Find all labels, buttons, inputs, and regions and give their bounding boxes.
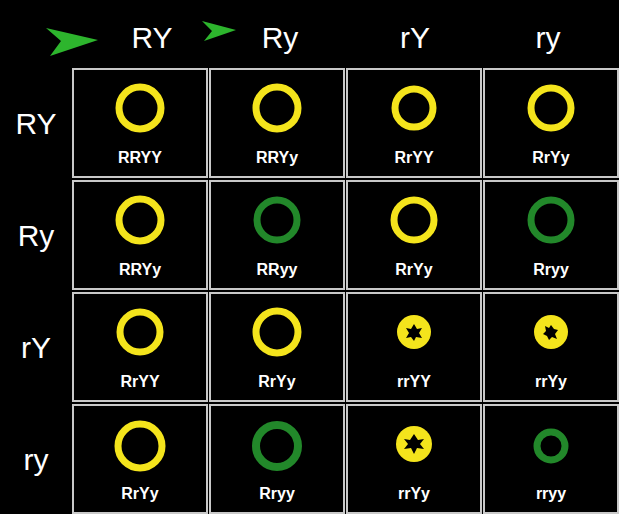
round-green-pea <box>256 425 298 467</box>
round-yellow-pea <box>119 87 161 129</box>
punnett-cell: rryy <box>483 404 619 514</box>
wrinkle <box>543 325 558 340</box>
punnett-cell: RrYy <box>483 68 619 178</box>
genotype-label: RRYY <box>74 149 206 167</box>
row-gamete: ry <box>24 443 49 477</box>
genotype-label: RrYY <box>74 373 206 391</box>
genotype-label: Rryy <box>485 261 617 279</box>
genotype-label: rryy <box>485 485 617 503</box>
genotype-label: RrYy <box>485 149 617 167</box>
wrinkle <box>406 324 422 341</box>
round-yellow-pea <box>119 199 161 241</box>
column-gamete: rY <box>400 21 430 55</box>
round-yellow-pea <box>256 311 298 353</box>
punnett-cell: RrYy <box>346 180 482 290</box>
column-gamete: ry <box>536 21 561 55</box>
round-yellow-pea <box>118 424 162 468</box>
round-yellow-pea <box>531 88 571 128</box>
row-gamete: Ry <box>18 219 55 253</box>
punnett-cell: RRYy <box>209 68 345 178</box>
genotype-label: RRYy <box>211 149 343 167</box>
punnett-cell: RrYy <box>209 292 345 402</box>
round-yellow-pea <box>120 312 160 352</box>
punnett-cell: RRyy <box>209 180 345 290</box>
genotype-label: rrYy <box>348 485 480 503</box>
punnett-cell: Rryy <box>209 404 345 514</box>
punnett-cell: RrYY <box>346 68 482 178</box>
wrinkled-green-pea <box>537 432 565 460</box>
wrinkled-yellow-pea <box>396 426 432 462</box>
wrinkled-yellow-pea <box>534 315 568 349</box>
pointer-arrow <box>202 21 236 41</box>
round-yellow-pea <box>395 89 433 127</box>
genotype-label: RrYy <box>211 373 343 391</box>
genotype-label: rrYY <box>348 373 480 391</box>
punnett-cell: RRYy <box>72 180 208 290</box>
row-gamete: rY <box>21 331 51 365</box>
row-gamete: RY <box>15 107 56 141</box>
punnett-cell: rrYy <box>483 292 619 402</box>
punnett-cell: RrYy <box>72 404 208 514</box>
pointer-arrow <box>46 28 98 56</box>
column-gamete: RY <box>131 21 172 55</box>
punnett-cell: RrYY <box>72 292 208 402</box>
genotype-label: RrYY <box>348 149 480 167</box>
genotype-label: RRYy <box>74 261 206 279</box>
column-gamete: Ry <box>262 21 299 55</box>
wrinkle <box>404 434 424 454</box>
genotype-label: RrYy <box>348 261 480 279</box>
round-yellow-pea <box>394 200 434 240</box>
genotype-label: RrYy <box>74 485 206 503</box>
round-green-pea <box>531 200 571 240</box>
genotype-label: RRyy <box>211 261 343 279</box>
punnett-cell: RRYY <box>72 68 208 178</box>
punnett-cell: Rryy <box>483 180 619 290</box>
wrinkled-yellow-pea <box>397 315 431 349</box>
punnett-cell: rrYY <box>346 292 482 402</box>
round-yellow-pea <box>256 87 298 129</box>
genotype-label: rrYy <box>485 373 617 391</box>
round-green-pea <box>257 200 297 240</box>
punnett-cell: rrYy <box>346 404 482 514</box>
genotype-label: Rryy <box>211 485 343 503</box>
